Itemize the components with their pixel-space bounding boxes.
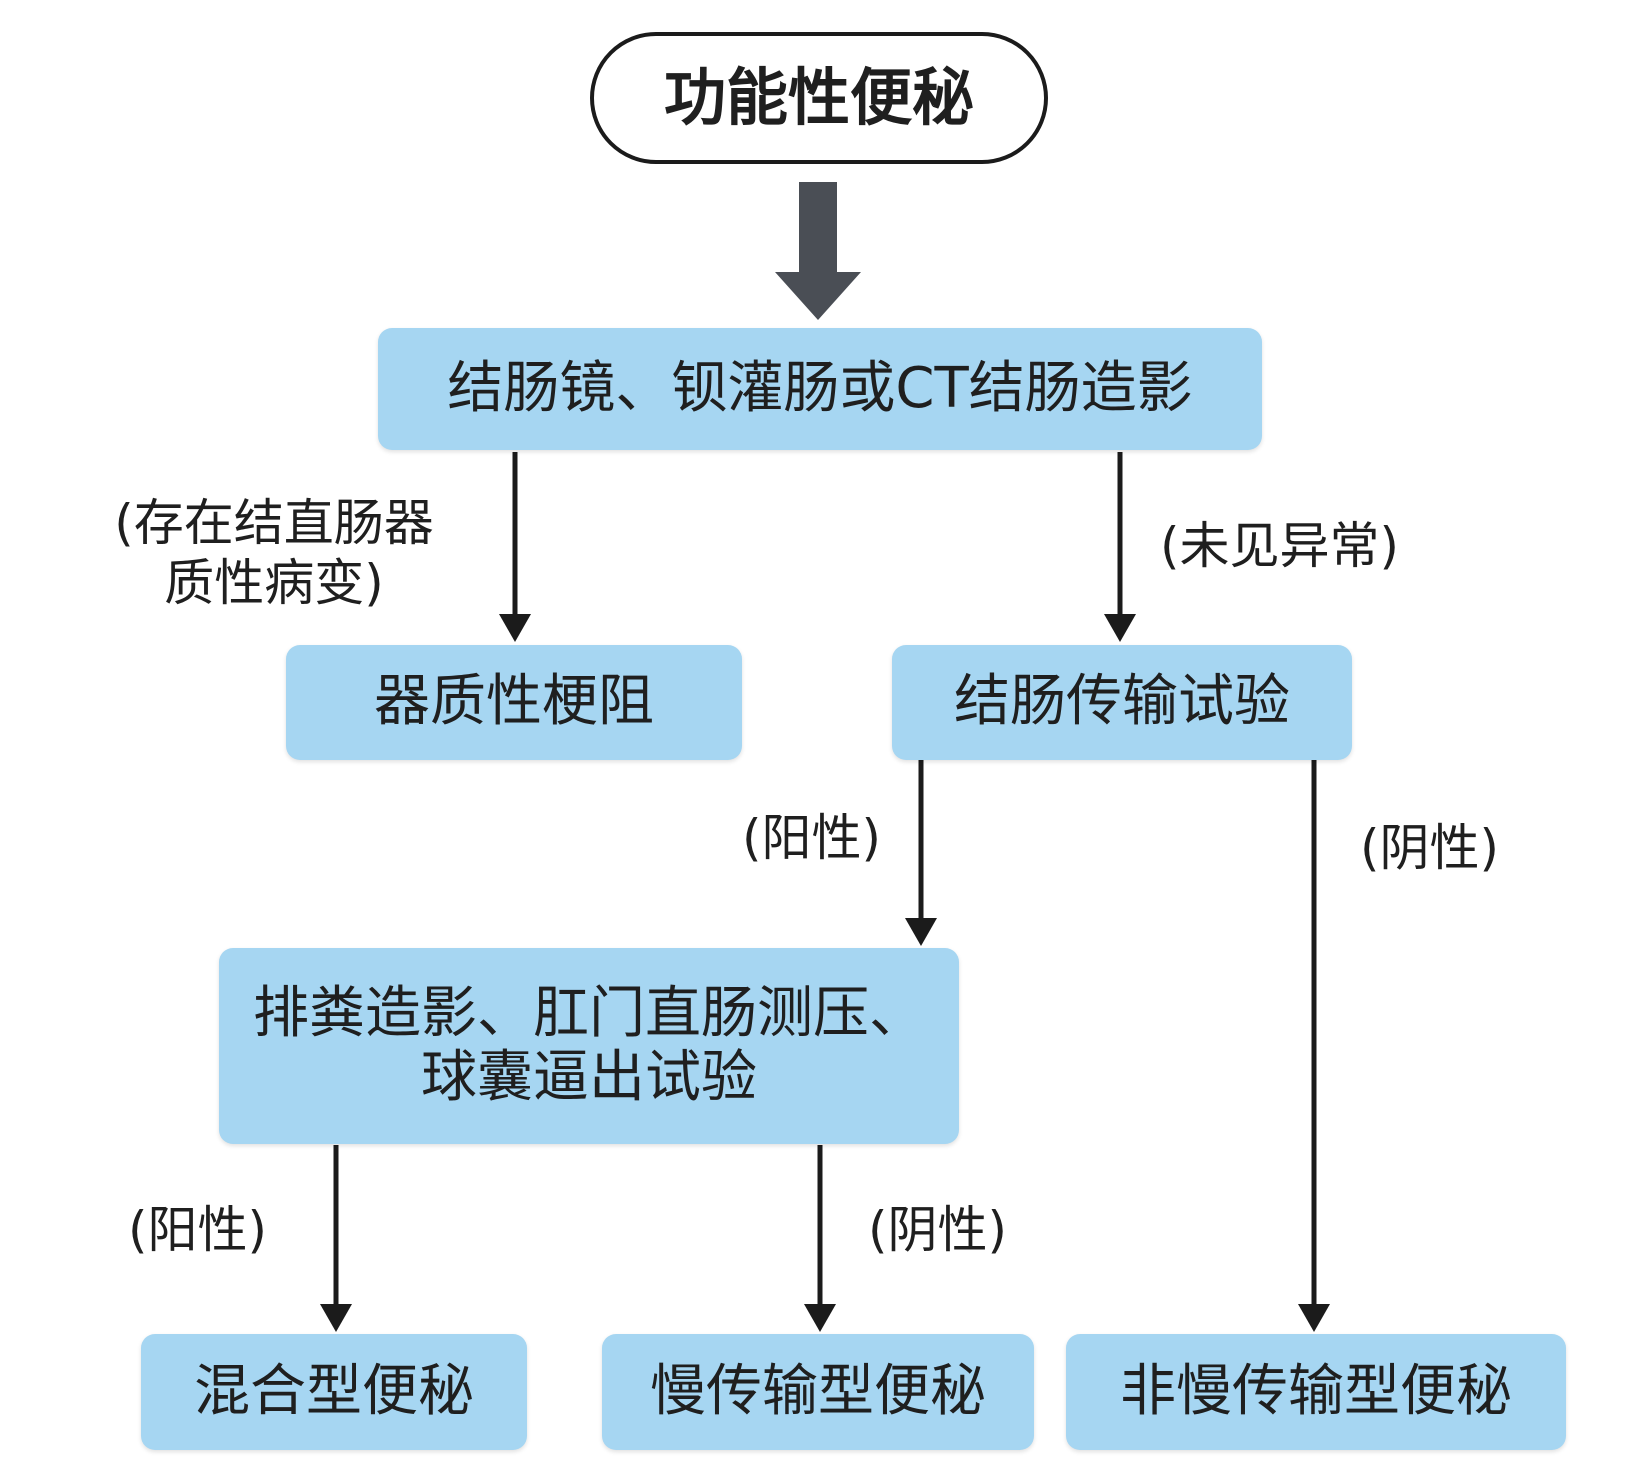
non-slow-transit-constipation-label: 非慢传输型便秘: [1120, 1358, 1512, 1424]
defecography-label-line2: 球囊逼出试验: [421, 1045, 757, 1110]
exam-node-label: 结肠镜、钡灌肠或CT结肠造影: [447, 355, 1193, 421]
mixed-constipation-node: 混合型便秘: [141, 1334, 527, 1450]
defecography-node: 排粪造影、肛门直肠测压、 球囊逼出试验: [219, 948, 959, 1144]
arrow-defecography-to-slow: [804, 1145, 836, 1332]
arrow-defecography-to-mixed: [320, 1145, 352, 1332]
arrow-transit-to-defecography: [905, 760, 937, 946]
label-positive-transit: (阳性): [742, 809, 882, 867]
label-negative-transit: (阴性): [1360, 819, 1500, 877]
thick-down-arrow: [775, 182, 861, 320]
organic-obstruction-label: 器质性梗阻: [374, 669, 654, 735]
label-organic-lesion: (存在结直肠器 质性病变): [84, 493, 464, 613]
label-no-abnormality: (未见异常): [1160, 517, 1400, 575]
label-negative-defecography: (阴性): [868, 1201, 1008, 1259]
colon-transit-test-label: 结肠传输试验: [954, 669, 1290, 735]
slow-transit-constipation-node: 慢传输型便秘: [602, 1334, 1034, 1450]
mixed-constipation-label: 混合型便秘: [194, 1358, 474, 1424]
organic-obstruction-node: 器质性梗阻: [286, 645, 742, 760]
start-node-label: 功能性便秘: [663, 61, 974, 135]
label-organic-lesion-line2: 质性病变): [164, 554, 384, 612]
non-slow-transit-constipation-node: 非慢传输型便秘: [1066, 1334, 1566, 1450]
label-organic-lesion-line1: (存在结直肠器: [114, 494, 434, 552]
slow-transit-constipation-label: 慢传输型便秘: [650, 1358, 986, 1424]
defecography-label-line1: 排粪造影、肛门直肠测压、: [253, 980, 925, 1046]
arrow-exam-to-transit: [1104, 452, 1136, 642]
arrow-transit-to-non-slow: [1298, 760, 1330, 1332]
label-positive-defecography: (阳性): [128, 1201, 268, 1259]
colon-transit-test-node: 结肠传输试验: [892, 645, 1352, 760]
arrow-exam-to-organic: [499, 452, 531, 642]
start-node: 功能性便秘: [590, 32, 1048, 164]
exam-node: 结肠镜、钡灌肠或CT结肠造影: [378, 328, 1262, 450]
